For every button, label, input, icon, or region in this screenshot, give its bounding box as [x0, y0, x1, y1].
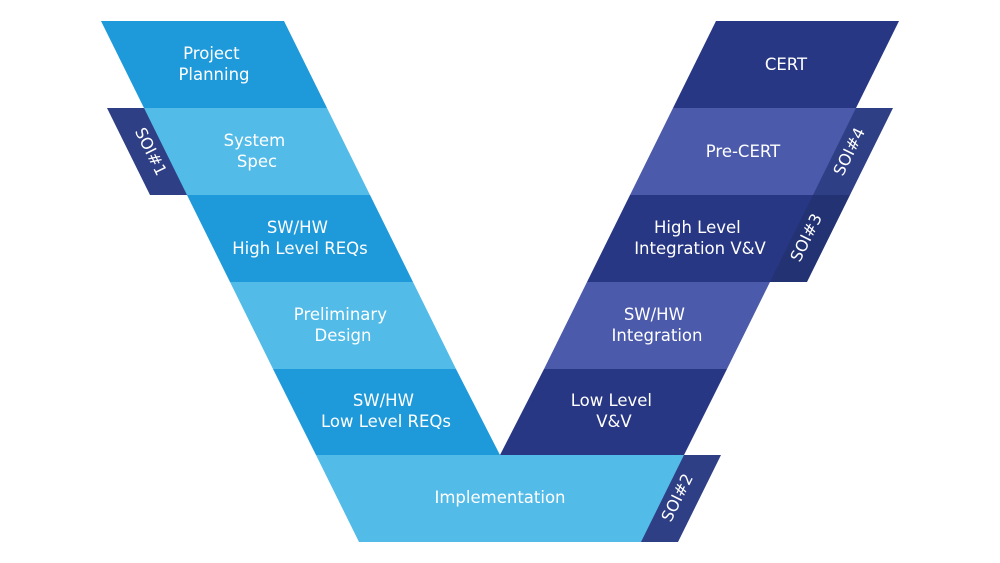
label-project-planning: Project Planning — [178, 44, 249, 84]
band-sw-hw-integration — [544, 282, 770, 369]
soi1-tab-shape — [107, 108, 193, 195]
label-project-planning-line1: Project — [183, 44, 240, 63]
band-implementation — [316, 455, 684, 542]
label-low-level-reqs: SW/HW Low Level REQs — [321, 391, 451, 431]
label-low-level-vv: Low Level V&V — [571, 391, 658, 431]
label-low-level-vv-line1: Low Level — [571, 391, 652, 410]
label-pre-cert: Pre-CERT — [706, 142, 781, 161]
band-cert — [673, 21, 899, 108]
label-preliminary-design: Preliminary Design — [294, 305, 392, 345]
label-preliminary-design-line2: Design — [315, 326, 372, 345]
label-high-level-reqs-line2: High Level REQs — [232, 239, 367, 258]
soi2-tab-shape — [635, 455, 721, 542]
label-preliminary-design-line1: Preliminary — [294, 305, 387, 324]
label-sw-hw-integration-line2: Integration — [612, 326, 703, 345]
band-low-level-reqs — [273, 369, 500, 455]
right-arm — [500, 21, 899, 455]
label-high-level-reqs: SW/HW High Level REQs — [232, 218, 367, 258]
label-cert: CERT — [765, 55, 808, 74]
band-preliminary-design — [230, 282, 456, 369]
label-project-planning-line2: Planning — [178, 65, 249, 84]
label-low-level-reqs-line2: Low Level REQs — [321, 412, 451, 431]
label-high-level-integration-line1: High Level — [654, 218, 741, 237]
soi4-tab-shape — [807, 108, 893, 195]
label-implementation: Implementation — [434, 488, 565, 507]
label-low-level-reqs-line1: SW/HW — [353, 391, 414, 410]
label-high-level-reqs-line1: SW/HW — [267, 218, 328, 237]
left-arm — [101, 21, 500, 455]
band-high-level-reqs — [187, 195, 413, 282]
label-high-level-integration: High Level Integration V&V — [634, 218, 766, 258]
band-high-level-integration — [587, 195, 813, 282]
band-low-level-vv — [500, 369, 727, 455]
band-pre-cert — [630, 108, 856, 195]
label-high-level-integration-line2: Integration V&V — [634, 239, 766, 258]
label-system-spec: System Spec — [224, 131, 291, 171]
label-low-level-vv-line2: V&V — [596, 412, 632, 431]
soi3-tab-shape — [764, 195, 850, 282]
band-system-spec — [144, 108, 370, 195]
label-sw-hw-integration: SW/HW Integration — [612, 305, 703, 345]
label-system-spec-line2: Spec — [237, 152, 277, 171]
label-system-spec-line1: System — [224, 131, 286, 150]
label-sw-hw-integration-line1: SW/HW — [624, 305, 685, 324]
band-project-planning — [101, 21, 327, 108]
